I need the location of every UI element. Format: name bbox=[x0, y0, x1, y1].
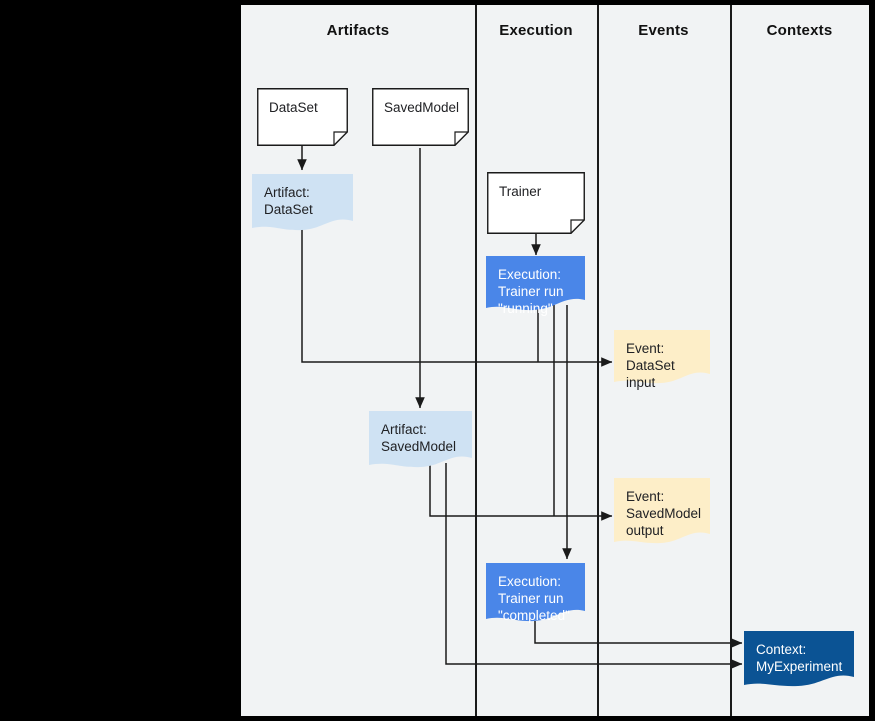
node-event-savedmodel-output-label: Event: SavedModel output bbox=[626, 489, 702, 538]
node-execution-completed[interactable]: Execution: Trainer run "completed" bbox=[486, 563, 585, 623]
node-context-myexperiment-label: Context: MyExperiment bbox=[756, 642, 843, 674]
column-header-contexts: Contexts bbox=[766, 22, 833, 39]
node-savedmodel-type[interactable]: SavedModel bbox=[372, 88, 469, 146]
node-trainer-type-label: Trainer bbox=[499, 184, 542, 199]
column-divider-events-contexts bbox=[730, 5, 732, 716]
node-savedmodel-type-label: SavedModel bbox=[384, 100, 460, 115]
column-header-events: Events bbox=[638, 22, 689, 39]
node-event-dataset-input[interactable]: Event: DataSet input bbox=[614, 330, 710, 390]
node-dataset-type[interactable]: DataSet bbox=[257, 88, 348, 146]
node-event-dataset-input-label: Event: DataSet input bbox=[626, 341, 675, 390]
node-trainer-type[interactable]: Trainer bbox=[487, 172, 585, 234]
node-artifact-dataset[interactable]: Artifact: DataSet bbox=[252, 174, 353, 232]
node-dataset-type-label: DataSet bbox=[269, 100, 318, 115]
column-header-execution: Execution bbox=[499, 22, 573, 39]
node-execution-running[interactable]: Execution: Trainer run "running" bbox=[486, 256, 585, 316]
node-event-savedmodel-output[interactable]: Event: SavedModel output bbox=[614, 478, 710, 546]
node-execution-completed-label: Execution: Trainer run "completed" bbox=[498, 574, 570, 623]
column-divider-artifacts-execution bbox=[475, 5, 477, 716]
column-divider-execution-events bbox=[597, 5, 599, 716]
node-artifact-savedmodel-label: Artifact: SavedModel bbox=[381, 422, 457, 454]
node-execution-running-label: Execution: Trainer run "running" bbox=[498, 267, 564, 316]
column-header-artifacts: Artifacts bbox=[326, 22, 390, 39]
node-artifact-savedmodel[interactable]: Artifact: SavedModel bbox=[369, 411, 472, 469]
node-artifact-dataset-label: Artifact: DataSet bbox=[264, 185, 313, 217]
node-context-myexperiment[interactable]: Context: MyExperiment bbox=[744, 631, 854, 689]
